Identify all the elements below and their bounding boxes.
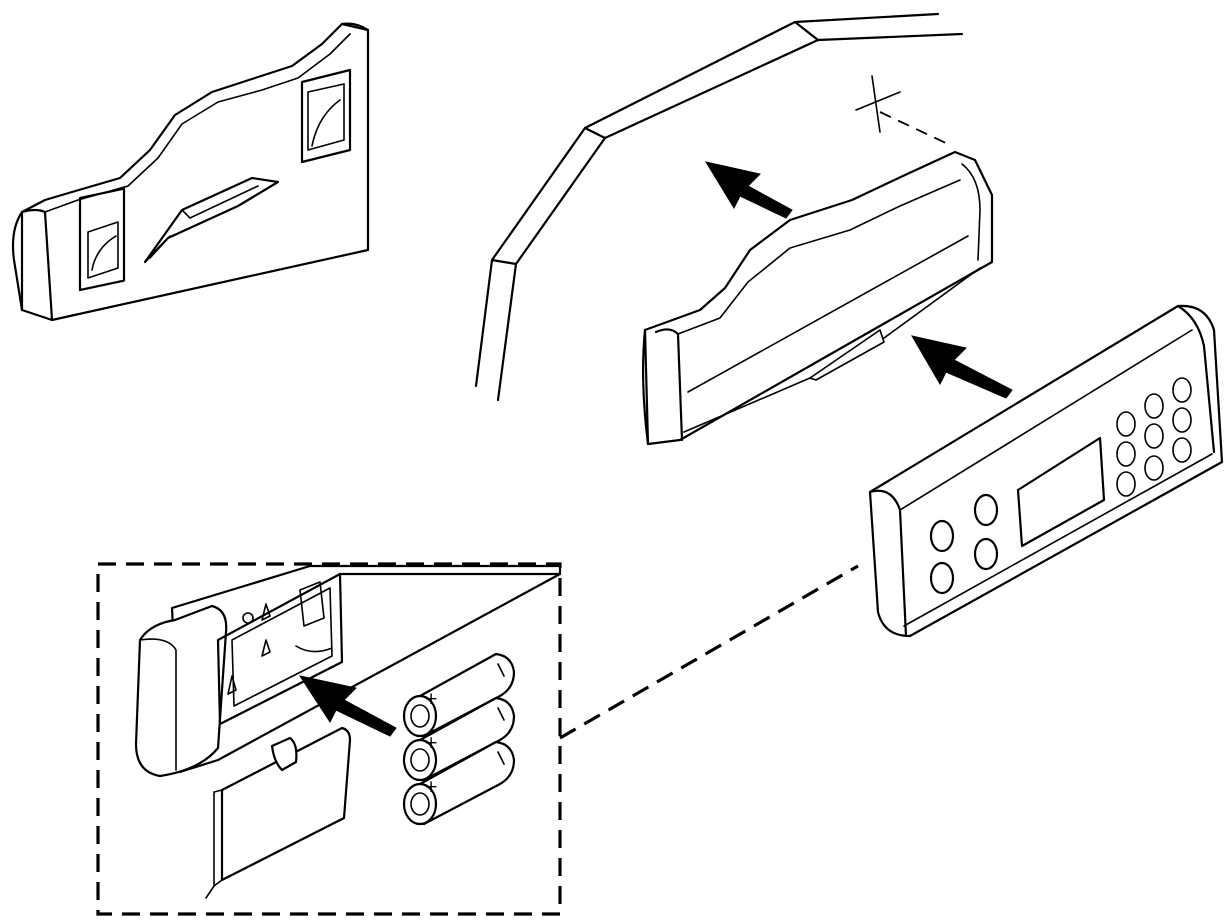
battery: + [402, 696, 516, 782]
wall-bracket [11, 22, 370, 322]
battery: + [402, 740, 516, 826]
remote-key [1116, 441, 1136, 467]
remote-holder [641, 150, 994, 446]
detail-leader-line [559, 564, 859, 740]
battery-plus-mark: + [424, 777, 438, 797]
bracket-clip-left [78, 187, 126, 292]
remote-key [1116, 411, 1136, 437]
remote-key [1144, 423, 1164, 449]
remote-end-cap [134, 604, 228, 778]
cabinet-outline [474, 12, 964, 402]
arrow-batteries-in [298, 675, 397, 737]
remote-key [1172, 377, 1192, 403]
arrow-holder-to-wall [704, 161, 793, 219]
bracket-left-cap [11, 210, 24, 312]
battery: + [402, 652, 516, 738]
bracket-clip-right [300, 68, 352, 164]
battery-detail-box: + + + [96, 562, 562, 916]
remote-display [1016, 436, 1106, 548]
remote-buttons-left [929, 493, 999, 595]
remote-button [973, 493, 999, 527]
remote-button [929, 519, 955, 553]
batteries: + + + [402, 652, 516, 826]
remote-key [1172, 407, 1192, 433]
remote-control [868, 304, 1224, 638]
remote-button [929, 561, 955, 595]
detail-frame [96, 562, 562, 916]
remote-key [1116, 471, 1136, 497]
remote-key [1172, 437, 1192, 463]
remote-key [1144, 455, 1164, 481]
mount-point-mark [855, 75, 953, 147]
bracket-body [20, 22, 370, 322]
remote-battery-compartment [134, 564, 562, 778]
arrow-remote-to-holder [910, 335, 1013, 399]
holder-body [643, 150, 994, 446]
bracket-hook [143, 176, 280, 264]
battery-cover [205, 726, 352, 899]
remote-key [1144, 393, 1164, 419]
battery-plus-mark: + [424, 689, 438, 709]
battery-plus-mark: + [424, 733, 438, 753]
remote-keypad [1116, 377, 1192, 497]
remote-button [973, 537, 999, 571]
